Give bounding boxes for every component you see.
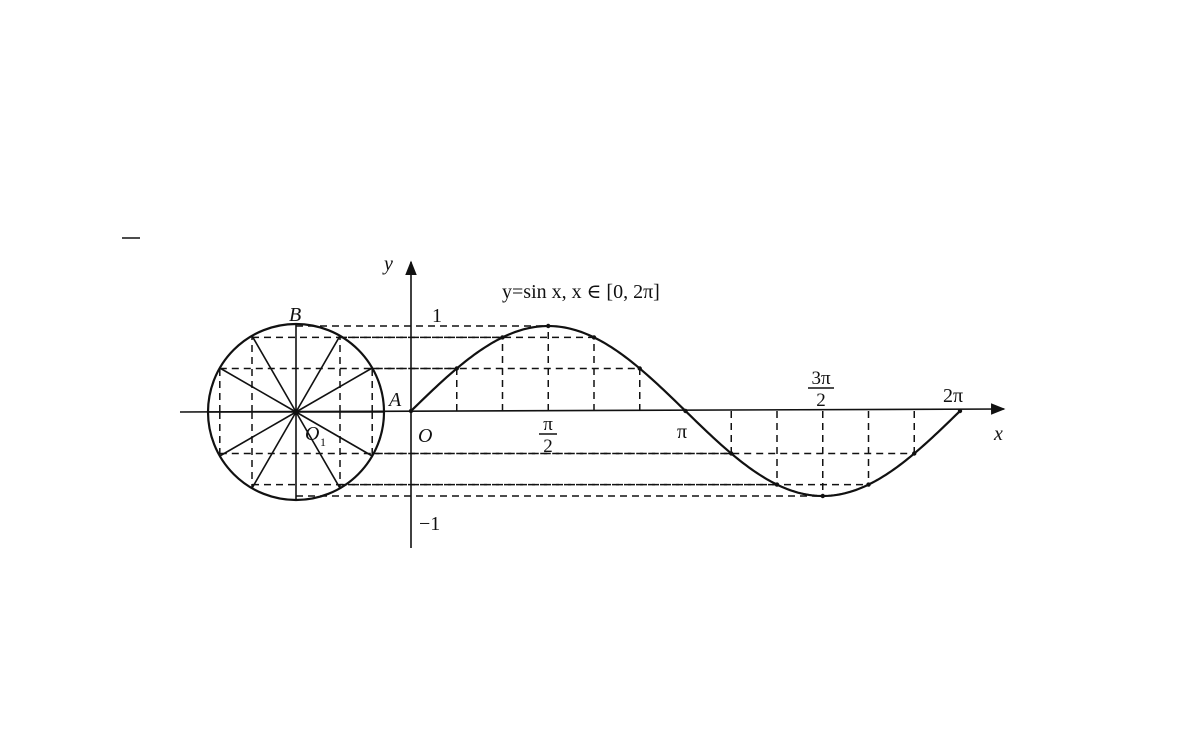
center-subscript: 1 [320, 435, 326, 449]
sample-point-240deg [774, 482, 780, 487]
sample-point-90deg [546, 323, 551, 329]
center-label: O [305, 423, 319, 445]
dashed-guides [219, 325, 915, 497]
point-b-label: B [289, 304, 301, 326]
y-tick-minus-one: −1 [419, 513, 440, 535]
sample-points [408, 323, 963, 499]
radius-150deg [219, 367, 297, 413]
sample-point-0deg [408, 408, 414, 414]
pi-half-numerator: π [543, 414, 553, 435]
y-tick-one: 1 [432, 305, 442, 327]
sample-point-210deg [729, 451, 734, 456]
radius-240deg [251, 411, 297, 489]
three-pi-half-numerator: 3π [811, 368, 831, 389]
radius-300deg [295, 411, 341, 489]
radius-120deg [251, 335, 297, 413]
pi-half-denominator: 2 [543, 436, 553, 457]
three-pi-half-denominator: 2 [816, 390, 826, 411]
y-axis-label: y [382, 253, 393, 275]
point-a-label: A [387, 389, 402, 411]
sample-point-300deg [866, 482, 871, 487]
origin-label: O [418, 425, 432, 447]
radius-30deg [295, 367, 373, 413]
sample-point-360deg [957, 408, 963, 414]
x-axis-label: x [993, 423, 1003, 445]
sample-point-330deg [912, 451, 917, 456]
radius-330deg [295, 411, 373, 457]
caption: y=sin x, x ∈ [0, 2π] [502, 281, 660, 303]
sample-point-150deg [637, 366, 642, 371]
sample-point-120deg [591, 335, 597, 340]
radius-210deg [219, 411, 297, 457]
sample-point-60deg [500, 335, 505, 340]
sample-point-30deg [454, 366, 459, 371]
sample-point-270deg [820, 493, 825, 499]
x-tick-pi: π [677, 421, 687, 443]
x-tick-two-pi: 2π [943, 385, 963, 407]
sample-point-180deg [683, 408, 688, 414]
x-tick-pi-half: π 2 [539, 414, 557, 457]
x-axis [179, 403, 1006, 415]
radius-60deg [295, 335, 341, 413]
x-tick-three-pi-half: 3π 2 [808, 368, 834, 411]
